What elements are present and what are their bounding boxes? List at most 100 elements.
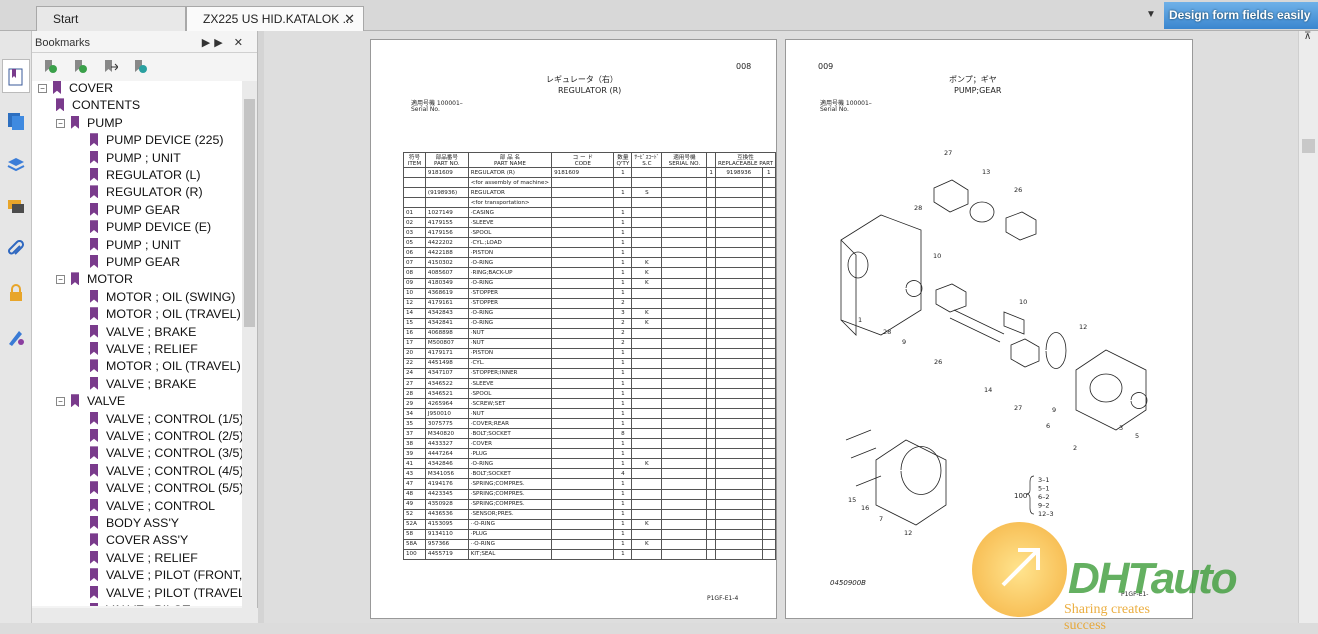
bookmark-item[interactable]: MOTOR ; OIL (TRAVEL) [90,307,241,324]
table-cell [631,438,663,450]
table-cell [761,317,777,329]
panel-controls[interactable]: ▶▶ ✕ [201,37,247,49]
document-vertical-scrollbar[interactable]: ⊼ [1298,31,1318,623]
table-cell [706,377,716,390]
panel-splitter[interactable] [258,31,264,623]
table-cell [661,207,708,219]
kit-item: 5–1 [1038,485,1050,493]
attachments-icon[interactable] [6,240,26,260]
add-bookmark-icon[interactable] [72,59,88,75]
bookmark-item[interactable]: PUMP ; UNIT [90,150,181,168]
table-cell [613,197,633,209]
bookmark-item[interactable]: VALVE ; CONTROL (4/5) [90,463,242,481]
bookmark-properties-icon[interactable] [132,59,148,75]
bookmarks-panel-button[interactable] [2,59,30,93]
table-cell: 9198936 [714,166,763,179]
bookmark-item[interactable]: −PUMP [56,115,123,133]
scrollbar-thumb[interactable] [244,99,255,327]
bookmark-item[interactable]: VALVE ; CONTROL [90,498,215,516]
bookmark-item[interactable]: VALVE ; BRAKE [90,324,196,342]
bookmark-item[interactable]: VALVE ; CONTROL (2/5) [90,429,242,446]
bookmark-item[interactable]: CONTENTS [56,98,140,115]
bookmark-item[interactable]: VALVE ; BRAKE [90,376,196,394]
bookmark-item[interactable]: VALVE ; RELIEF [90,342,198,359]
comments-icon[interactable] [6,197,26,217]
bookmarks-icon[interactable] [6,67,26,87]
bookmark-item[interactable]: −MOTOR [56,272,133,289]
table-cell [613,177,633,189]
table-cell: 2 [613,337,633,349]
bookmark-item[interactable]: VALVE ; RELIEF [90,550,198,568]
pages-icon[interactable] [6,111,26,131]
signature-icon[interactable] [6,327,26,347]
table-cell: ·STOPPER [467,297,553,309]
tab-label: ZX225 US HID.KATALOK ... [203,12,353,26]
table-cell: 58 [403,528,426,540]
table-cell: 4179155 [424,217,469,229]
tab-start[interactable]: Start [36,6,186,31]
table-cell [551,428,615,440]
scroll-pin-icon[interactable]: ⊼ [1304,31,1312,42]
bookmark-item[interactable]: PUMP DEVICE (225) [90,133,224,150]
table-cell: 34 [403,408,426,420]
bookmark-item[interactable]: MOTOR ; OIL (TRAVEL) [90,359,241,376]
bookmarks-horizontal-scrollbar[interactable] [32,608,258,623]
bookmark-label: PUMP DEVICE (225) [106,133,224,148]
layers-icon[interactable] [6,154,26,174]
collapse-toggle-icon[interactable]: − [56,397,65,407]
callout-label: 13 [982,168,990,176]
bookmark-item[interactable]: COVER ASS'Y [90,533,188,550]
table-cell [551,478,615,490]
bookmark-item[interactable]: VALVE ; PILOT [90,603,190,606]
bookmark-item[interactable]: −VALVE [56,394,125,411]
table-cell: 1 [613,448,633,460]
table-cell [714,448,763,460]
table-cell: 4422188 [424,247,469,259]
table-cell [706,197,716,209]
bookmark-item[interactable]: VALVE ; CONTROL (1/5) [90,411,242,429]
bookmark-item[interactable]: VALVE ; PILOT (FRONT, [90,568,242,585]
table-cell: K [631,267,663,279]
table-cell: ·PISTON [467,247,553,259]
table-cell [661,498,708,510]
table-cell [761,177,777,189]
table-cell: 49 [403,498,426,510]
bookmark-item[interactable]: −COVER [38,81,113,98]
security-lock-icon[interactable] [6,283,26,303]
tab-document[interactable]: ZX225 US HID.KATALOK ... ✕ [186,6,364,31]
bookmark-item[interactable]: VALVE ; PILOT (TRAVEL [90,585,242,603]
expand-bookmark-icon[interactable] [42,59,58,75]
tab-list-dropdown-icon[interactable]: ▼ [1146,9,1156,20]
bookmark-item[interactable]: PUMP GEAR [90,202,180,220]
bookmark-icon [90,429,98,442]
bookmark-item[interactable]: VALVE ; CONTROL (5/5) [90,481,242,498]
bookmark-item[interactable]: BODY ASS'Y [90,516,179,533]
bookmark-item[interactable]: MOTOR ; OIL (SWING) [90,289,235,307]
serial-label-en: Serial No. [820,106,849,113]
close-tab-icon[interactable]: ✕ [344,11,355,26]
bookmark-item[interactable]: PUMP ; UNIT [90,237,181,255]
table-cell [631,166,663,179]
bookmark-label: COVER ASS'Y [106,533,189,548]
callout-label: 12 [904,529,912,537]
bookmark-item[interactable]: REGULATOR (L) [90,168,201,185]
table-cell: 4265964 [424,398,469,410]
collapse-toggle-icon[interactable]: − [56,118,65,128]
bookmark-item[interactable]: PUMP DEVICE (E) [90,220,211,237]
bookmark-label: VALVE ; CONTROL (2/5) [106,429,242,443]
collapse-toggle-icon[interactable]: − [38,84,47,93]
bookmark-item[interactable]: VALVE ; CONTROL (3/5) [90,446,242,463]
document-viewer: 008 レギュレータ（右） REGULATOR (R) 適用号機 100001–… [264,31,1298,633]
design-form-fields-banner[interactable]: Design form fields easily [1164,2,1318,29]
bookmark-item[interactable]: PUMP GEAR [90,255,180,272]
bookmark-icon [90,550,98,564]
collapse-toggle-icon[interactable]: − [56,275,65,285]
table-cell: 1 [613,217,633,229]
bookmarks-vertical-scrollbar[interactable] [242,81,257,608]
bookmark-item[interactable]: REGULATOR (R) [90,185,203,202]
table-cell [551,498,615,510]
scrollbar-thumb[interactable] [1302,139,1315,153]
move-bookmark-icon[interactable] [102,59,118,75]
